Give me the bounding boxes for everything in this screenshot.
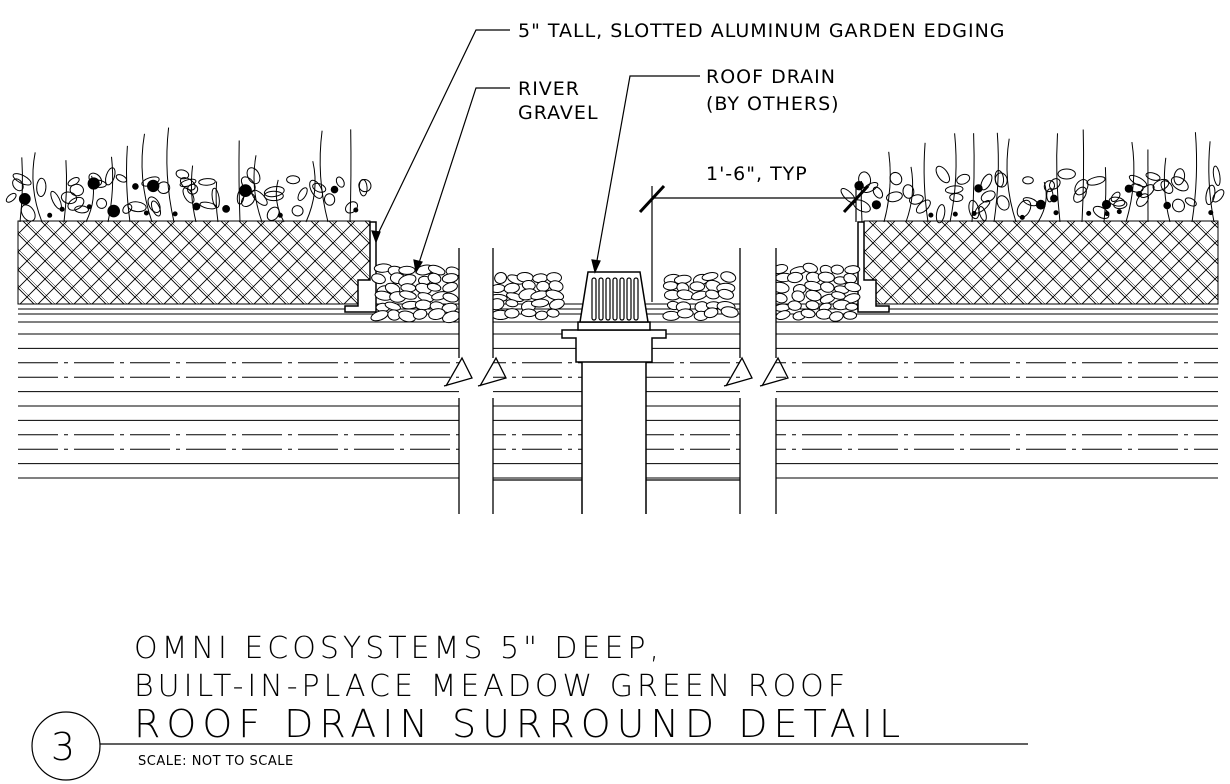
title-line-1: OMNI ECOSYSTEMS 5" DEEP, <box>134 631 663 666</box>
meadow-plants <box>5 127 1225 224</box>
dimension-label: 1'-6", TYP <box>706 163 808 185</box>
growing-media-right <box>863 220 1219 305</box>
gravel-callout-line1: RIVER <box>518 78 580 100</box>
edging-callout: 5" TALL, SLOTTED ALUMINUM GARDEN EDGING <box>518 20 1006 42</box>
river-gravel <box>370 262 862 324</box>
title-line-2: BUILT-IN-PLACE MEADOW GREEN ROOF <box>134 669 849 704</box>
growing-media-left <box>17 220 371 305</box>
break-lines <box>443 248 789 514</box>
roof-drain <box>561 271 667 514</box>
scale-note: SCALE: NOT TO SCALE <box>138 754 294 769</box>
growing-media <box>17 220 1219 305</box>
dimension-line <box>638 184 870 302</box>
gravel-callout-line2: GRAVEL <box>518 102 599 124</box>
detail-number: 3 <box>51 725 81 769</box>
drain-callout-line1: ROOF DRAIN <box>706 66 836 88</box>
leader-lines <box>371 29 700 274</box>
drain-callout-line2: (BY OTHERS) <box>706 93 840 115</box>
title-block: 3 OMNI ECOSYSTEMS 5" DEEP, BUILT-IN-PLAC… <box>31 631 1028 781</box>
detail-number-circle <box>31 711 101 781</box>
aluminum-edging <box>344 221 890 313</box>
title-line-3: ROOF DRAIN SURROUND DETAIL <box>134 702 906 746</box>
